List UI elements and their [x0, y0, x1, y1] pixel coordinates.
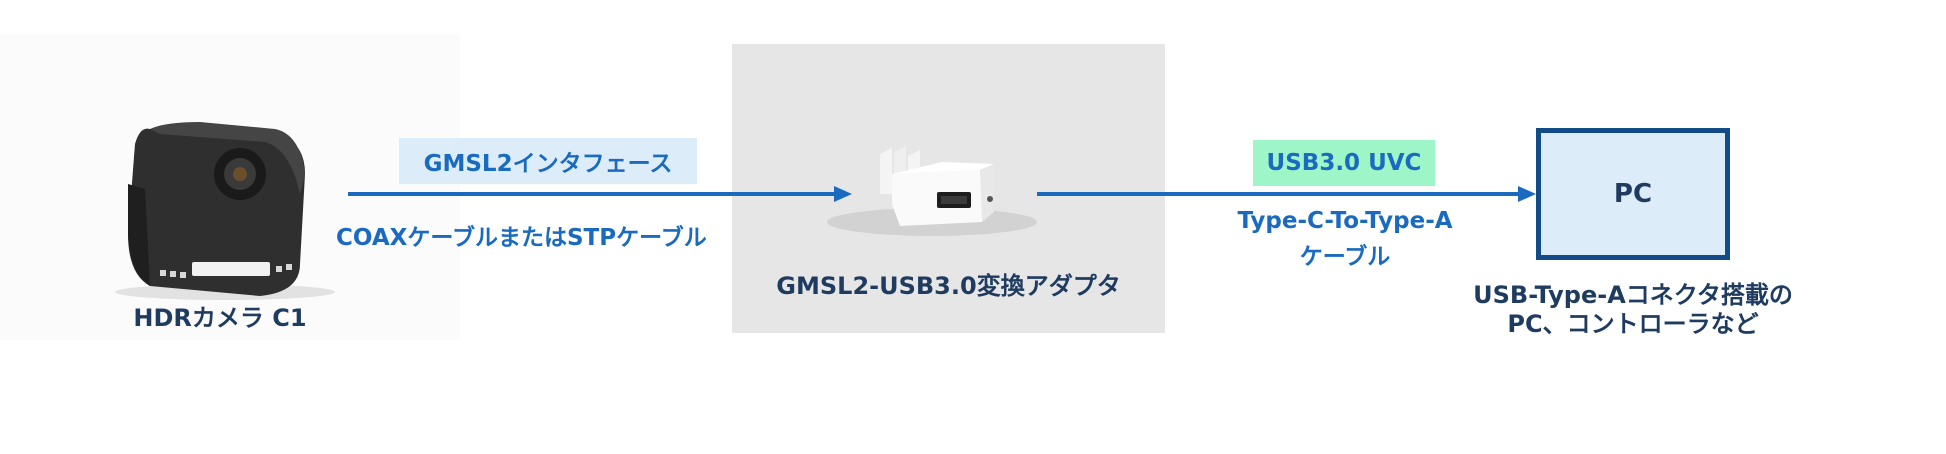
pc-caption-line1: USB-Type-Aコネクタ搭載の — [1473, 281, 1793, 309]
adapter-label: GMSL2-USB3.0変換アダプタ — [776, 272, 1121, 300]
usb-cable-label-line2: ケーブル — [1299, 244, 1391, 270]
pc-label: PC — [1613, 179, 1653, 209]
pc-box: PC — [1536, 128, 1730, 260]
camera-label: HDRカメラ C1 — [133, 304, 307, 332]
gmsl-interface-tag: GMSL2インタフェース — [399, 138, 697, 184]
adapter-photo — [732, 44, 1165, 333]
camera-image — [115, 122, 335, 300]
gmsl-arrow-head — [834, 186, 852, 202]
gmsl-cable-label: COAXケーブルまたはSTPケーブル — [336, 225, 707, 251]
pc-caption-line2: PC、コントローラなど — [1507, 310, 1759, 338]
usb-uvc-tag: USB3.0 UVC — [1253, 140, 1435, 186]
adapter-image — [827, 146, 1037, 236]
camera-photo — [0, 34, 460, 340]
usb-arrow-head — [1518, 186, 1536, 202]
usb-cable-label-line1: Type-C-To-Type-A — [1237, 208, 1453, 234]
